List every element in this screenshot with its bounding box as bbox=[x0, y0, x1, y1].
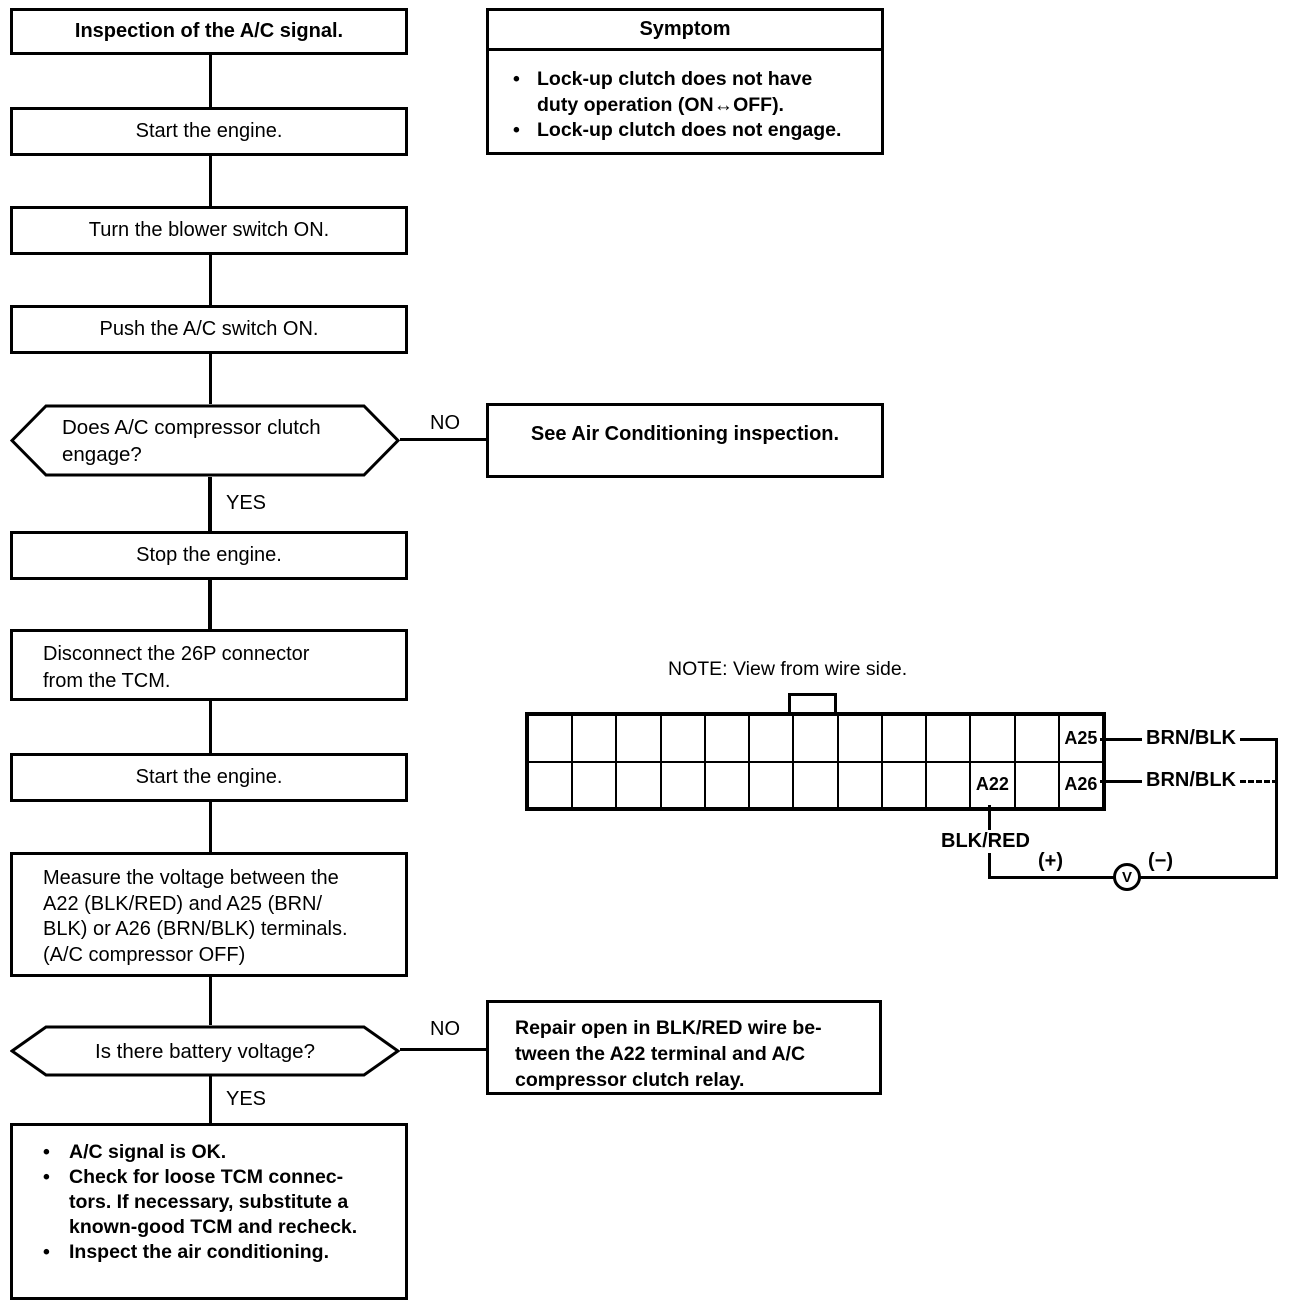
hexagon-shape bbox=[10, 404, 400, 477]
bullet-icon: • bbox=[513, 119, 520, 141]
bullet-icon: • bbox=[513, 68, 520, 90]
bullet-icon: • bbox=[43, 1166, 50, 1188]
connector-cell bbox=[881, 715, 927, 762]
connector-cell bbox=[572, 715, 617, 762]
connector-cell bbox=[1014, 715, 1059, 762]
connector-cell bbox=[926, 761, 971, 808]
no-branch-line-1 bbox=[400, 438, 486, 441]
wire-brn-blk-bottom-label: BRN/BLK bbox=[1146, 769, 1236, 792]
connector-cell bbox=[749, 761, 794, 808]
step-stop-engine-box: Stop the engine. bbox=[10, 531, 408, 580]
decision-compressor-clutch: Does A/C compressor clutch engage? bbox=[10, 404, 400, 477]
symptom-bullet-1: • Lock-up clutch does not have duty oper… bbox=[513, 67, 881, 118]
symptom-bullet-2: • Lock-up clutch does not engage. bbox=[513, 118, 881, 144]
flow-connector-line bbox=[208, 580, 212, 629]
yes-label-2: YES bbox=[226, 1088, 267, 1110]
no-label-1: NO bbox=[430, 412, 460, 434]
step-measure-voltage-box: Measure the voltage between the A22 (BLK… bbox=[10, 852, 408, 977]
decision-compressor-clutch-text: Does A/C compressor clutch engage? bbox=[62, 416, 321, 466]
result-see-ac-box: See Air Conditioning inspection. bbox=[486, 403, 884, 478]
voltmeter-icon: V bbox=[1113, 863, 1141, 891]
connector-cell bbox=[837, 715, 882, 762]
connector-cell bbox=[926, 715, 971, 762]
connector-cell bbox=[616, 715, 661, 762]
step-start-engine-2-box: Start the engine. bbox=[10, 753, 408, 802]
yes-label-1: YES bbox=[226, 492, 267, 514]
result-final-box: • A/C signal is OK. • Check for loose TC… bbox=[10, 1123, 408, 1300]
no-label-2: NO bbox=[430, 1018, 460, 1040]
decision-battery-voltage-text: Is there battery voltage? bbox=[95, 1040, 315, 1063]
wire-a25-segment bbox=[1240, 738, 1278, 741]
flow-connector-line bbox=[209, 977, 212, 1025]
connector-cell bbox=[881, 761, 927, 808]
connector-cell-a26: A26 bbox=[1058, 761, 1103, 808]
wire-a26-segment bbox=[1100, 780, 1142, 783]
step-ac-switch-label: Push the A/C switch ON. bbox=[99, 318, 319, 340]
wire-blk-red-label: BLK/RED bbox=[941, 830, 1030, 853]
connector-cell bbox=[616, 761, 661, 808]
bullet-icon: • bbox=[43, 1241, 50, 1263]
connector-cell bbox=[660, 761, 705, 808]
symptom-title: Symptom bbox=[639, 18, 731, 40]
connector-cell bbox=[660, 715, 705, 762]
connector-cell bbox=[528, 761, 573, 808]
connector-cell bbox=[793, 715, 838, 762]
result-see-ac-label: See Air Conditioning inspection. bbox=[530, 423, 840, 445]
meter-minus-label: (−) bbox=[1148, 850, 1173, 873]
step-start-engine-2-label: Start the engine. bbox=[135, 766, 283, 788]
flow-connector-line bbox=[209, 802, 212, 852]
connector-grid: A25 A22 A26 bbox=[525, 712, 1106, 811]
meter-plus-label: (+) bbox=[1038, 850, 1063, 873]
hexagon-shape bbox=[10, 1025, 400, 1077]
step-ac-switch-box: Push the A/C switch ON. bbox=[10, 305, 408, 354]
flow-connector-line bbox=[209, 701, 212, 753]
step-blower-switch-box: Turn the blower switch ON. bbox=[10, 206, 408, 255]
flow-connector-line bbox=[209, 55, 212, 107]
connector-key-tab bbox=[788, 693, 837, 715]
flow-connector-line bbox=[209, 354, 212, 404]
flow-connector-line bbox=[208, 477, 212, 531]
final-bullet-1: • A/C signal is OK. bbox=[43, 1141, 227, 1163]
connector-cell bbox=[704, 761, 750, 808]
connector-cell bbox=[837, 761, 882, 808]
step-inspection-label: Inspection of the A/C signal. bbox=[74, 20, 344, 42]
final-bullet-3: • Inspect the air conditioning. bbox=[43, 1241, 330, 1263]
step-blower-switch-label: Turn the blower switch ON. bbox=[88, 219, 330, 241]
flow-connector-line bbox=[209, 1076, 212, 1123]
connector-cell-a22: A22 bbox=[970, 761, 1015, 808]
connector-cell bbox=[970, 715, 1015, 762]
connector-cell bbox=[528, 715, 573, 762]
connector-cell bbox=[572, 761, 617, 808]
result-repair-box: Repair open in BLK/RED wire be- tween th… bbox=[486, 1000, 882, 1095]
connector-cell-a25: A25 bbox=[1058, 715, 1103, 762]
flow-connector-line bbox=[209, 156, 212, 206]
symptom-header: Symptom bbox=[489, 11, 881, 51]
connector-cell bbox=[704, 715, 750, 762]
wire-a26-dashed-segment bbox=[1240, 780, 1278, 783]
flow-connector-line bbox=[209, 255, 212, 305]
step-start-engine-1-label: Start the engine. bbox=[135, 120, 283, 142]
no-branch-line-2 bbox=[400, 1048, 486, 1051]
connector-cell bbox=[1014, 761, 1059, 808]
wire-brn-blk-top-label: BRN/BLK bbox=[1146, 727, 1236, 750]
step-start-engine-1-box: Start the engine. bbox=[10, 107, 408, 156]
connector-note: NOTE: View from wire side. bbox=[668, 658, 908, 680]
step-disconnect-box: Disconnect the 26P connector from the TC… bbox=[10, 629, 408, 701]
bullet-icon: • bbox=[43, 1141, 50, 1163]
decision-battery-voltage: Is there battery voltage? bbox=[10, 1025, 400, 1077]
connector-cell bbox=[793, 761, 838, 808]
connector-cell bbox=[749, 715, 794, 762]
wire-a25-segment bbox=[1100, 738, 1142, 741]
final-bullet-2: • Check for loose TCM connec- tors. If n… bbox=[43, 1166, 358, 1238]
step-stop-engine-label: Stop the engine. bbox=[136, 544, 282, 566]
voltmeter-symbol: V bbox=[1121, 868, 1132, 886]
symptom-box: Symptom • Lock-up clutch does not have d… bbox=[486, 8, 884, 155]
step-inspection-box: Inspection of the A/C signal. bbox=[10, 8, 408, 55]
wire-right-bus bbox=[1275, 738, 1278, 879]
